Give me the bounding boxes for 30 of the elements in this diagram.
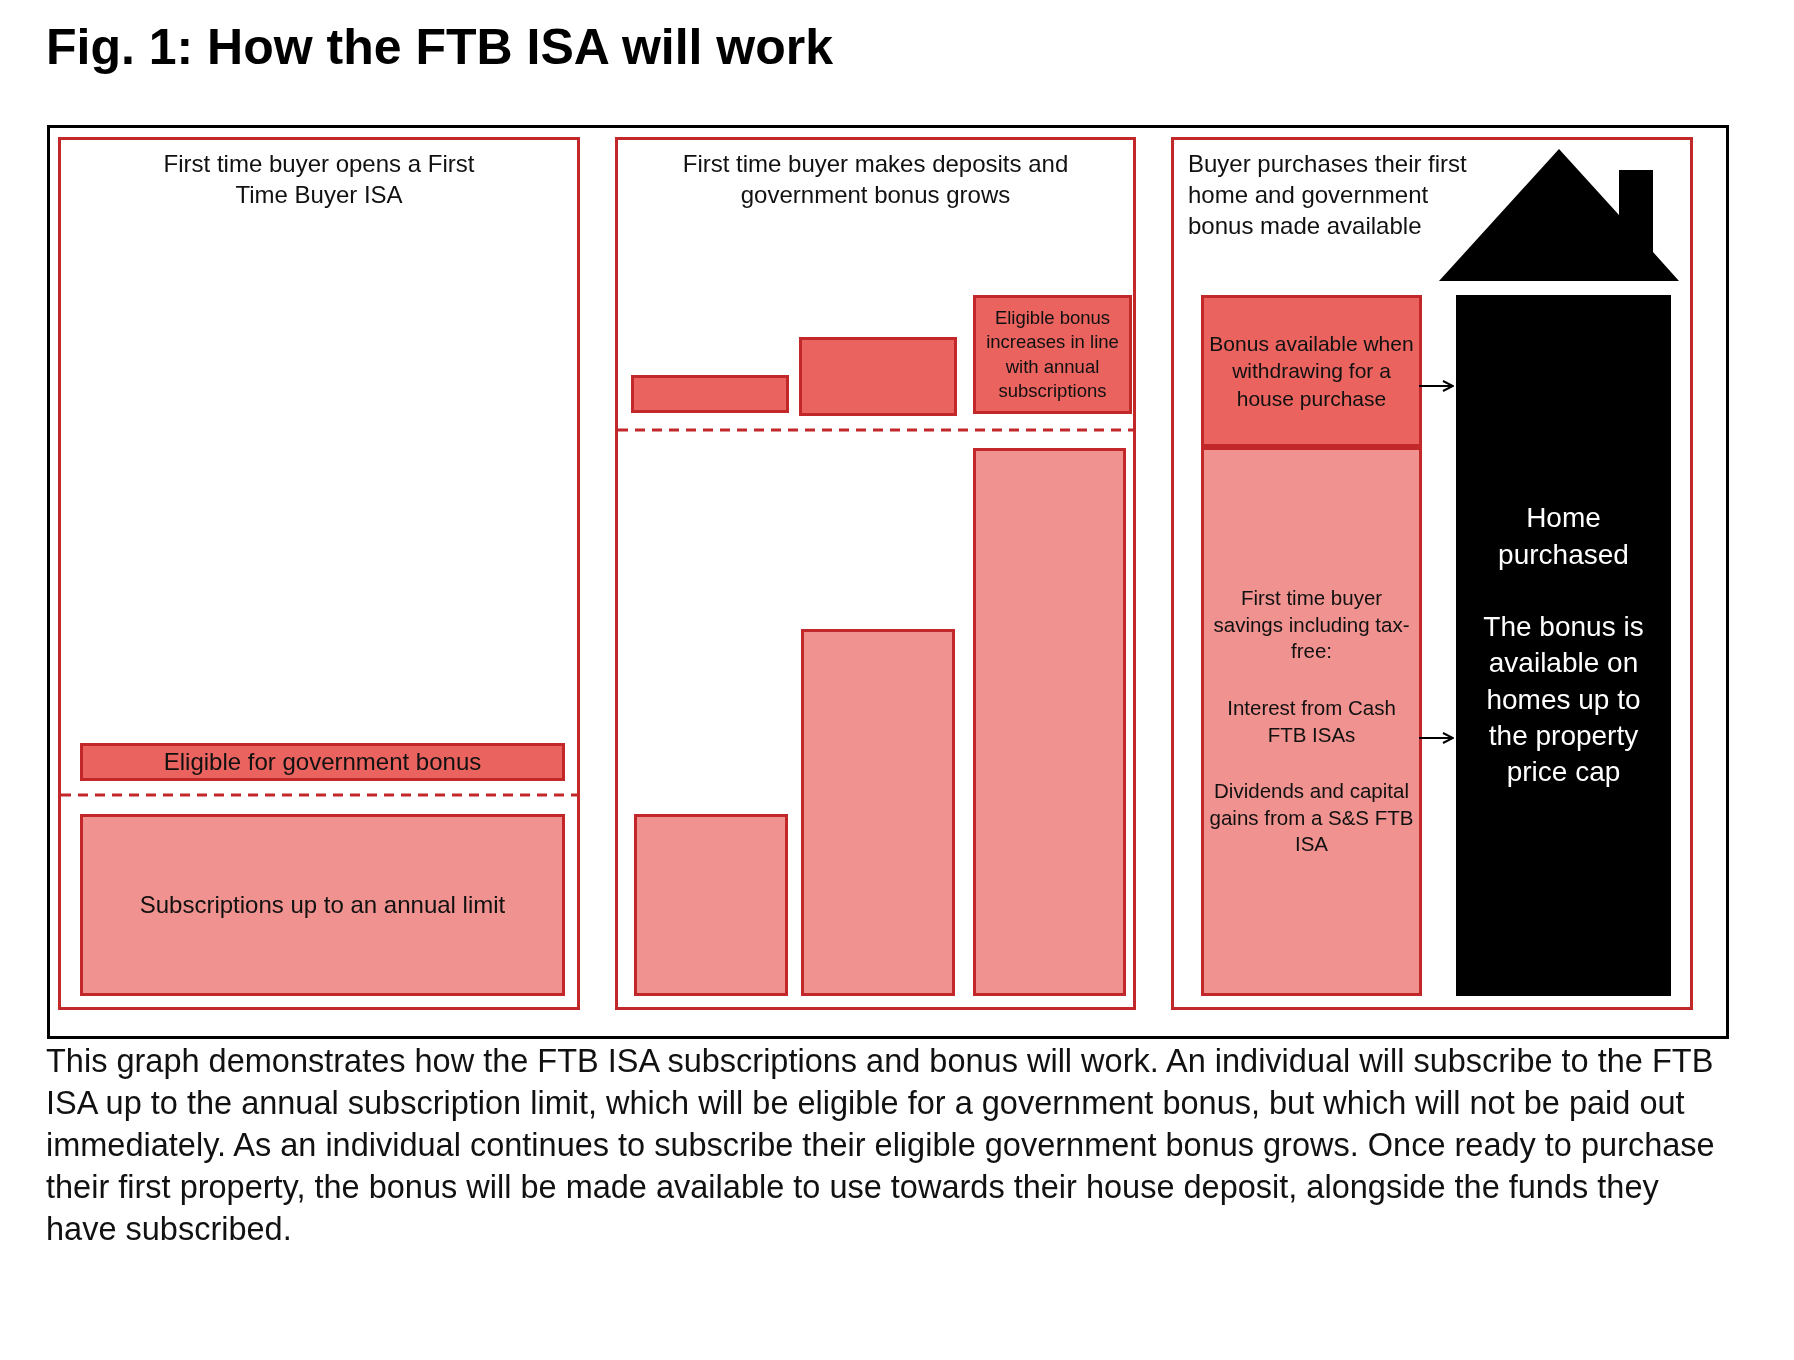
box-label: Dividends and capital gains from a S&S FTB ISA <box>1208 778 1415 858</box>
savings-bar <box>1201 447 1422 996</box>
box-label: First time buyer savings including tax-free: <box>1212 584 1411 665</box>
bonus-bar <box>1201 295 1422 447</box>
box-label: Eligible bonus increases in line with annual subscriptions <box>985 306 1120 403</box>
box-label: Interest from Cash FTB ISAs <box>1226 694 1397 748</box>
house-body <box>1456 295 1671 996</box>
box-label: Home purchased <box>1497 501 1630 572</box>
arrow <box>1418 732 1454 744</box>
figure-title: Fig. 1: How the FTB ISA will work <box>46 18 834 76</box>
panel-heading: First time buyer makes deposits and government bonus grows <box>681 149 1070 211</box>
figure-caption: This graph demonstrates how the FTB ISA subscriptions and bonus will work. An individual will subscribe to the FTB ISA up to the annual subscription limit, which will be eligible for a government bonus, but which will not be paid out immediately. As an individual continues to subscribe their eligible government bonus grows. Once ready to purchase their first property, the bonus will be made available to use towards their house deposit, alongside the funds they have subscribed. <box>46 1042 1716 1249</box>
savings-bar <box>80 814 565 996</box>
box-label: Eligible for government bonus <box>163 747 482 778</box>
panel-box <box>1171 137 1693 1010</box>
box-label: Bonus available when withdrawing for a house purchase <box>1208 331 1415 412</box>
savings-bar <box>801 629 955 996</box>
savings-bar <box>973 448 1126 996</box>
panel-box <box>615 137 1136 1010</box>
bonus-bar <box>631 375 789 413</box>
box-label: The bonus is available on homes up to the property price cap <box>1482 609 1645 790</box>
panel-box <box>58 137 580 1010</box>
panel-heading: First time buyer opens a First Time Buyer ISA <box>162 149 476 211</box>
bonus-bar <box>799 337 957 416</box>
panel-heading: Buyer purchases their first home and government bonus made available <box>1188 149 1468 242</box>
savings-bar <box>634 814 788 996</box>
arrow <box>1418 380 1454 392</box>
box-label: Subscriptions up to an annual limit <box>139 890 506 921</box>
bonus-bar <box>973 295 1132 414</box>
bonus-bar <box>80 743 565 781</box>
